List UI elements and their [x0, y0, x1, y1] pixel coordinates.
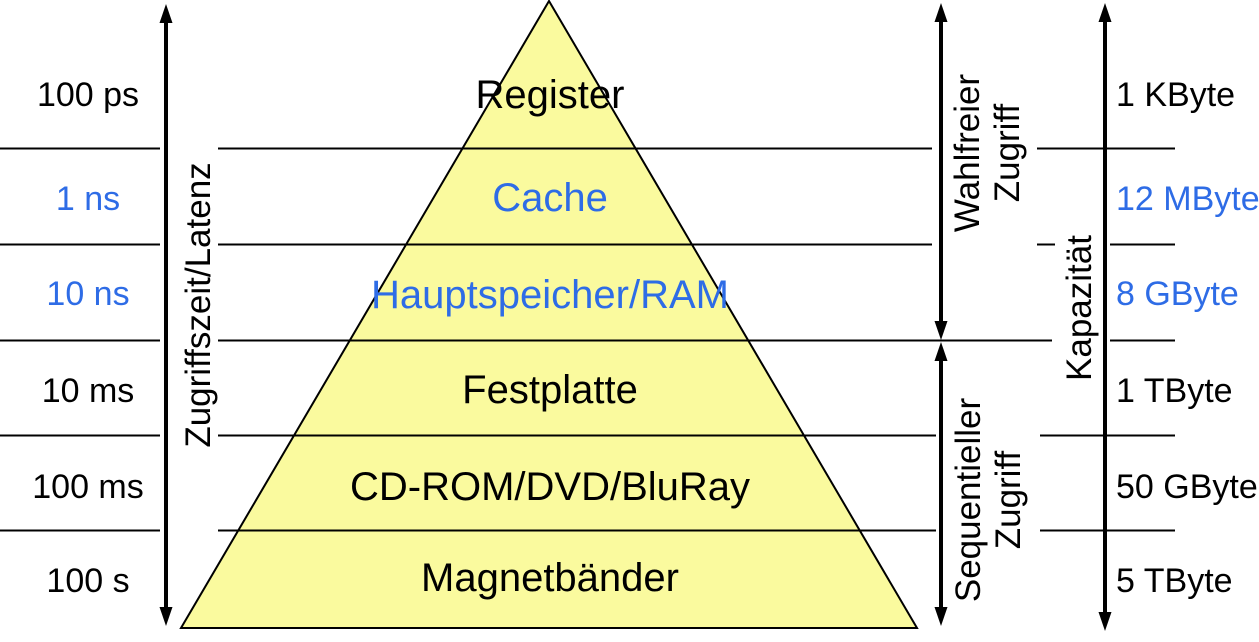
capacity-value-register: 1 KByte: [1116, 76, 1236, 114]
latency-value-cache: 1 ns: [55, 180, 121, 218]
sequential-access-label-line1: Sequentieller: [949, 397, 988, 603]
latency-axis-arrow: [159, 4, 173, 626]
pyramid-level-register: Register: [475, 73, 625, 117]
sequential-access-label-line2: Zugriff: [989, 450, 1028, 550]
latency-value-ram: 10 ns: [46, 275, 130, 313]
row-separator-lines: [0, 147, 1175, 532]
random-access-label: Wahlfreier Zugriff: [948, 74, 1028, 232]
latency-value-register: 100 ps: [36, 76, 140, 114]
random-access-label-line1: Wahlfreier: [948, 73, 987, 233]
sequential-access-arrow: [934, 342, 948, 626]
capacity-value-optical: 50 GByte: [1116, 468, 1258, 506]
pyramid-level-disk: Festplatte: [462, 368, 638, 412]
capacity-axis-label: Kapazität: [1060, 235, 1099, 381]
random-access-arrow: [934, 3, 948, 340]
pyramid-level-tape: Magnetbänder: [421, 556, 679, 600]
capacity-value-cache: 12 MByte: [1116, 180, 1259, 218]
capacity-axis-arrow: [1098, 3, 1112, 631]
latency-value-disk: 10 ms: [41, 372, 135, 410]
pyramid-level-cache: Cache: [492, 176, 608, 220]
capacity-value-ram: 8 GByte: [1116, 275, 1239, 313]
sequential-access-label: Sequentieller Zugriff: [949, 398, 1029, 602]
capacity-value-disk: 1 TByte: [1116, 372, 1233, 410]
pyramid-level-optical: CD-ROM/DVD/BluRay: [349, 465, 751, 509]
random-access-label-line2: Zugriff: [988, 103, 1027, 203]
pyramid-level-ram: Hauptspeicher/RAM: [371, 273, 729, 317]
latency-value-optical: 100 ms: [32, 468, 144, 506]
pyramid-shape: [179, 0, 919, 629]
capacity-value-tape: 5 TByte: [1116, 562, 1233, 600]
latency-axis-label: Zugriffszeit/Latenz: [179, 162, 218, 448]
latency-value-tape: 100 s: [46, 562, 130, 600]
